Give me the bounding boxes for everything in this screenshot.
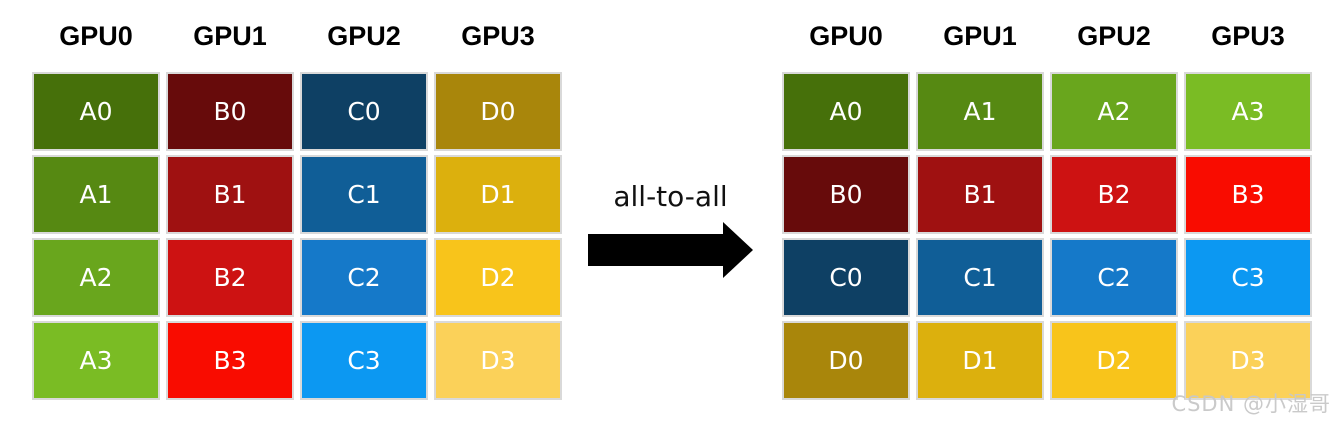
after-header-gpu3: GPU3 [1211, 20, 1285, 51]
after-cell-d1: D1 [916, 321, 1044, 400]
before-cell-a1: A1 [32, 155, 160, 234]
after-cell-d0: D0 [782, 321, 910, 400]
after-cell-b0: B0 [782, 155, 910, 234]
before-cell-c2: C2 [300, 238, 428, 317]
before-headers: GPU0 GPU1 GPU2 GPU3 [32, 0, 562, 72]
after-headers: GPU0 GPU1 GPU2 GPU3 [782, 0, 1312, 72]
after-cell-b1: B1 [916, 155, 1044, 234]
after-cell-b2: B2 [1050, 155, 1178, 234]
before-cell-d2: D2 [434, 238, 562, 317]
before-cell-d1: D1 [434, 155, 562, 234]
watermark: CSDN @小湿哥 [1171, 392, 1331, 416]
after-cell-a3: A3 [1184, 72, 1312, 151]
after-cell-c0: C0 [782, 238, 910, 317]
arrow-head [723, 222, 753, 278]
before-cell-d3: D3 [434, 321, 562, 400]
arrow-shaft [588, 234, 723, 266]
right-arrow-icon [588, 222, 753, 278]
before-cell-b1: B1 [166, 155, 294, 234]
after-header-gpu0: GPU0 [809, 20, 883, 51]
before-cell-a3: A3 [32, 321, 160, 400]
before-cell-b0: B0 [166, 72, 294, 151]
after-header-gpu2: GPU2 [1077, 20, 1151, 51]
after-cell-c3: C3 [1184, 238, 1312, 317]
after-cell-a1: A1 [916, 72, 1044, 151]
before-cell-a2: A2 [32, 238, 160, 317]
after-cell-c2: C2 [1050, 238, 1178, 317]
all-to-all-label: all-to-all [613, 180, 728, 213]
after-cell-d2: D2 [1050, 321, 1178, 400]
before-header-gpu2: GPU2 [327, 20, 401, 51]
before-cell-a0: A0 [32, 72, 160, 151]
after-cell-c1: C1 [916, 238, 1044, 317]
before-cell-b2: B2 [166, 238, 294, 317]
before-cell-c0: C0 [300, 72, 428, 151]
after-cell-d3: D3 [1184, 321, 1312, 400]
before-cell-c3: C3 [300, 321, 428, 400]
before-header-gpu1: GPU1 [193, 20, 267, 51]
before-cell-b3: B3 [166, 321, 294, 400]
before-cell-d0: D0 [434, 72, 562, 151]
after-cell-a2: A2 [1050, 72, 1178, 151]
before-cell-c1: C1 [300, 155, 428, 234]
after-header-gpu1: GPU1 [943, 20, 1017, 51]
after-cell-b3: B3 [1184, 155, 1312, 234]
after-cell-a0: A0 [782, 72, 910, 151]
before-header-gpu0: GPU0 [59, 20, 133, 51]
before-header-gpu3: GPU3 [461, 20, 535, 51]
